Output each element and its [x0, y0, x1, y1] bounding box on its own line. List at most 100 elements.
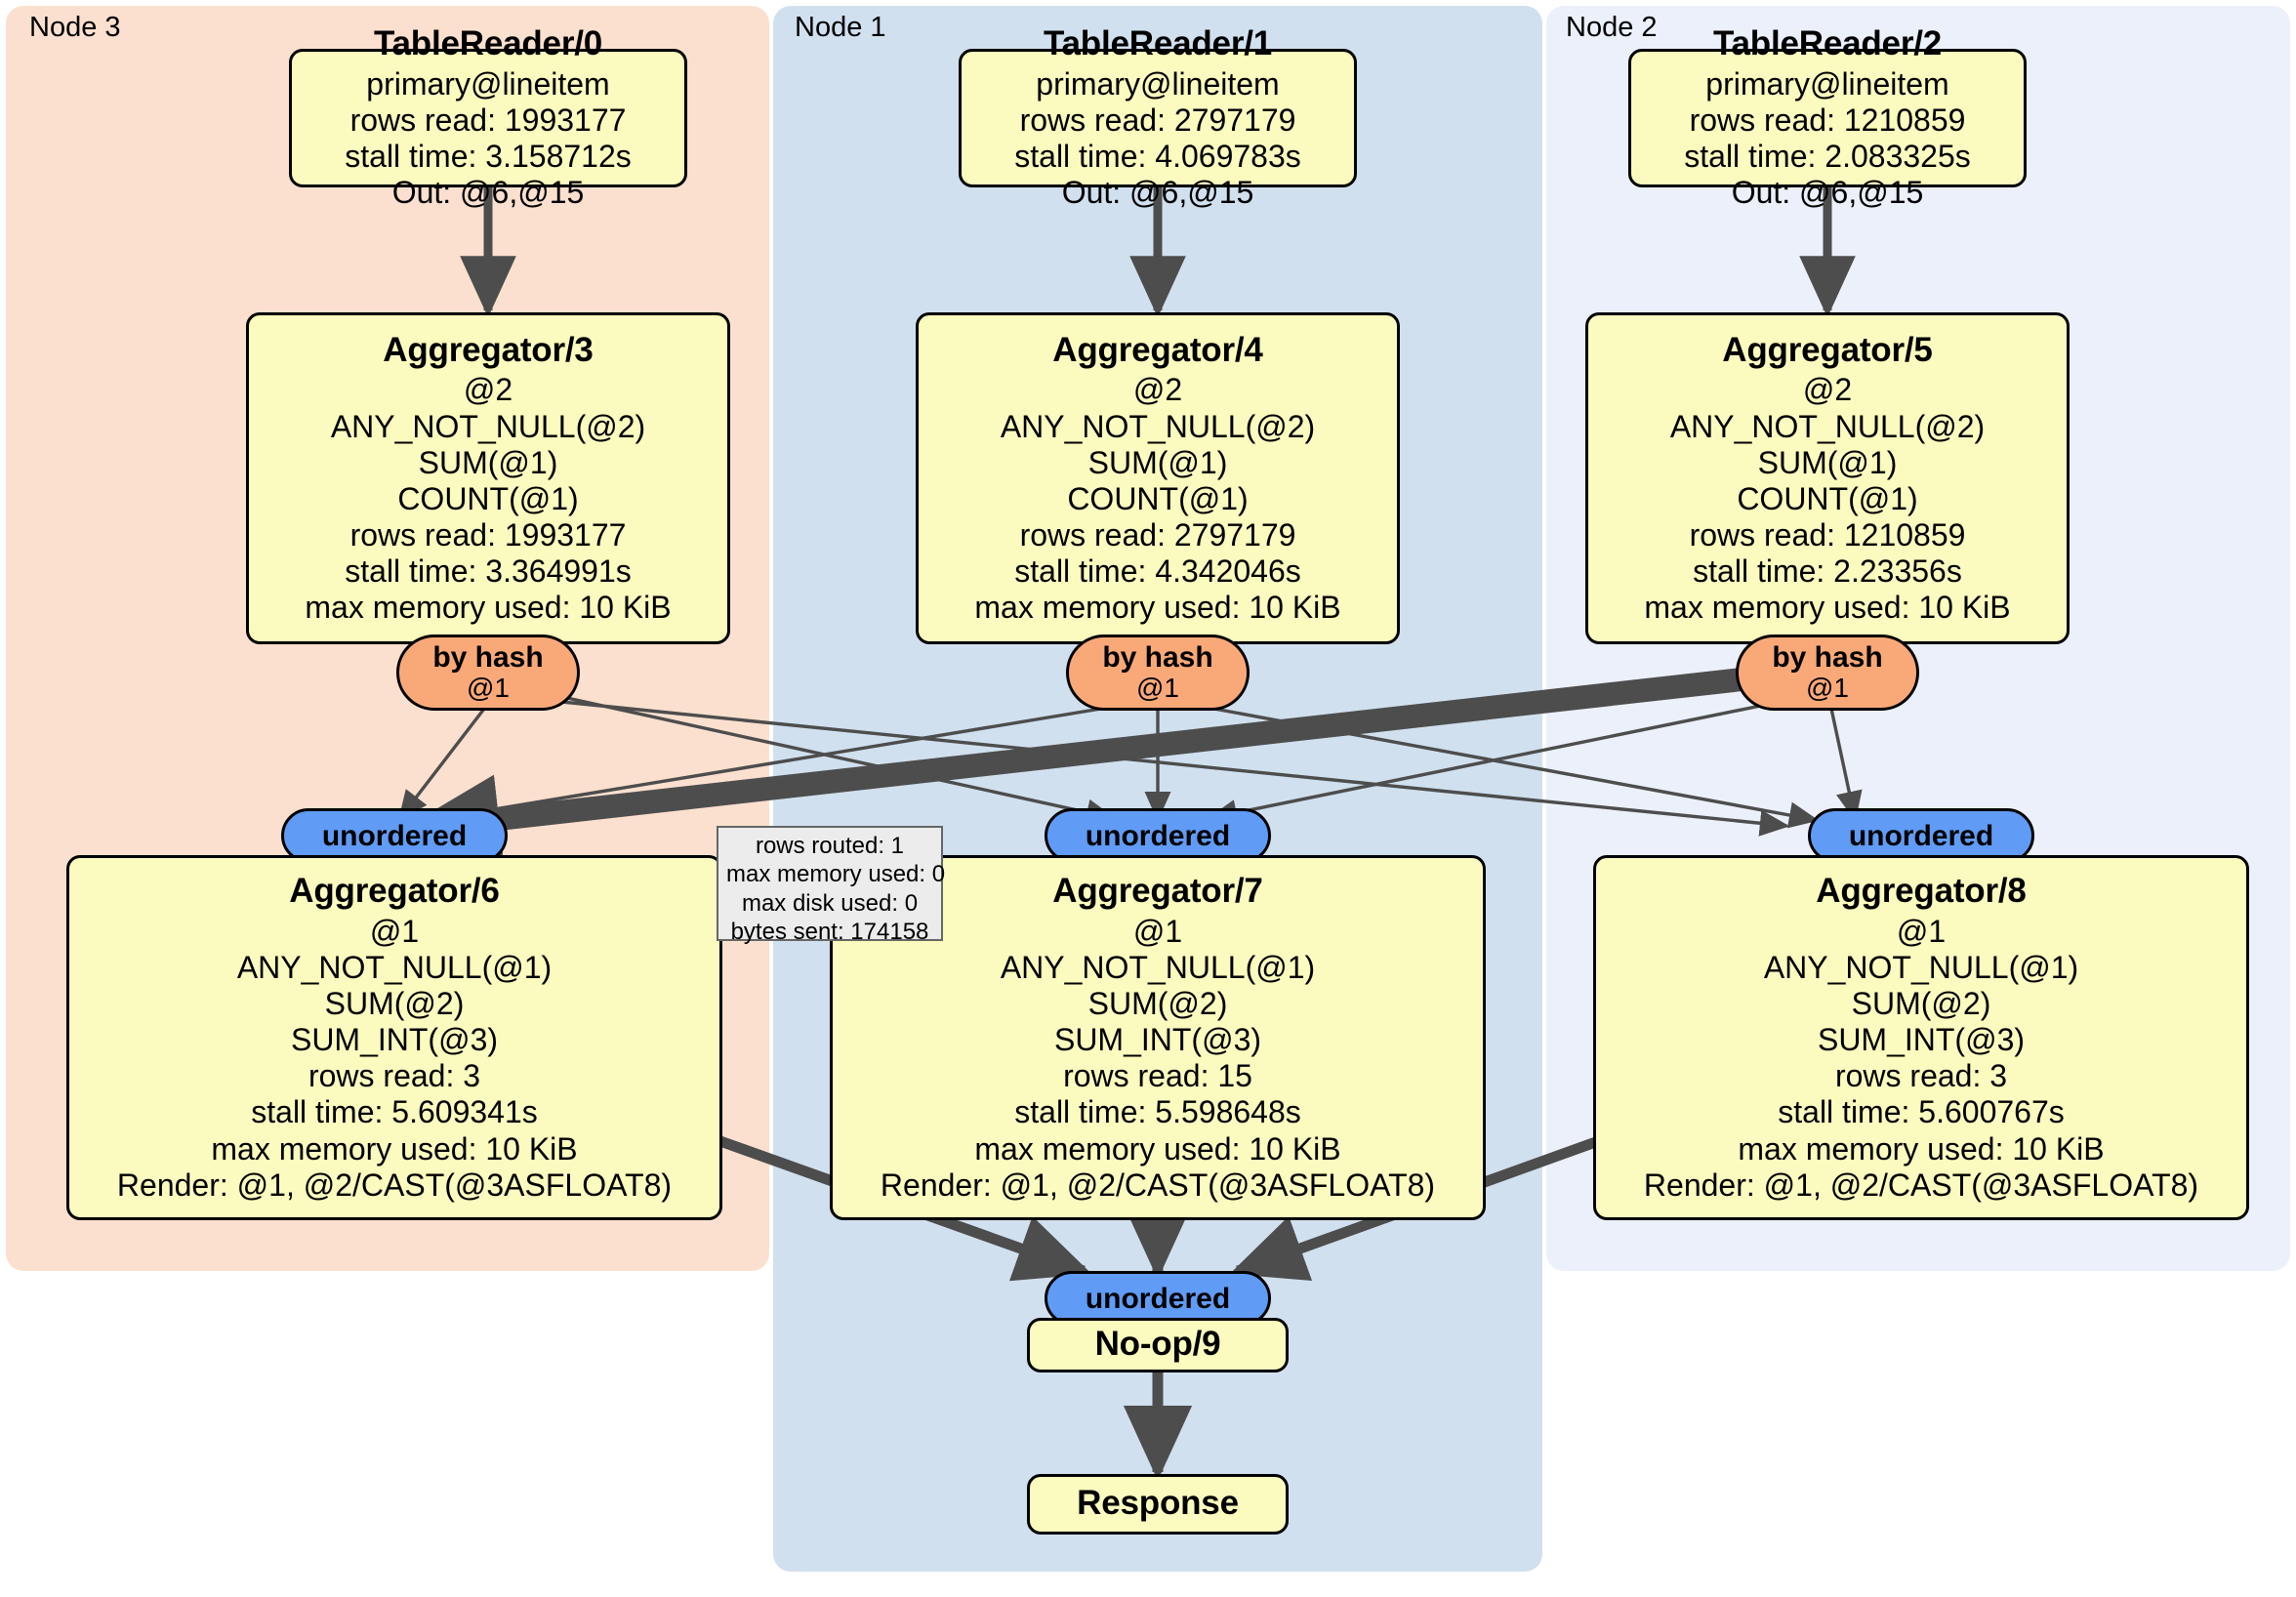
node-line: Out: @6,@15	[1731, 175, 1924, 211]
node-title: Aggregator/6	[289, 872, 500, 911]
cluster-label-node3: Node 3	[29, 12, 121, 43]
node-line: stall time: 5.609341s	[251, 1094, 538, 1130]
node-line: Render: @1, @2/CAST(@3ASFLOAT8)	[1643, 1167, 2199, 1203]
node-line: SUM(@2)	[1851, 986, 1991, 1022]
node-line: ANY_NOT_NULL(@1)	[1763, 949, 2079, 985]
node-line: SUM(@1)	[418, 444, 558, 480]
node-line: @1	[1132, 913, 1183, 949]
node-line: @2	[1802, 372, 1853, 408]
hash-router-0[interactable]: by hash @1	[396, 635, 580, 711]
aggregator-3[interactable]: Aggregator/3 @2 ANY_NOT_NULL(@2) SUM(@1)…	[246, 312, 730, 644]
node-line: SUM(@1)	[1087, 444, 1228, 480]
node-line: max memory used: 10 KiB	[1644, 590, 2011, 626]
node-line: rows read: 3	[308, 1058, 481, 1094]
stat-line: max disk used: 0	[741, 889, 919, 917]
node-line: COUNT(@1)	[397, 480, 579, 516]
node-line: max memory used: 10 KiB	[1738, 1130, 2105, 1167]
node-line: max memory used: 10 KiB	[211, 1130, 578, 1167]
node-line: ANY_NOT_NULL(@1)	[236, 949, 553, 985]
node-line: SUM_INT(@3)	[290, 1022, 499, 1058]
node-line: stall time: 4.069783s	[1014, 139, 1301, 175]
node-line: stall time: 5.598648s	[1014, 1094, 1301, 1130]
node-line: COUNT(@1)	[1067, 480, 1249, 516]
routing-stats-box: rows routed: 1 max memory used: 0 max di…	[717, 826, 946, 945]
cluster-label-node2: Node 2	[1566, 12, 1658, 43]
unordered-label: unordered	[1085, 1282, 1231, 1315]
node-line: Out: @6,@15	[1061, 175, 1254, 211]
node-line: rows read: 1993177	[349, 516, 627, 553]
node-line: stall time: 5.600767s	[1778, 1094, 2065, 1130]
node-line: SUM(@2)	[1087, 986, 1228, 1022]
node-line: ANY_NOT_NULL(@2)	[1000, 408, 1316, 444]
node-line: stall time: 3.158712s	[345, 139, 632, 175]
node-line: primary@lineitem	[1705, 66, 1949, 102]
node-line: rows read: 15	[1063, 1058, 1252, 1094]
node-title: Aggregator/7	[1052, 872, 1263, 911]
aggregator-8[interactable]: Aggregator/8 @1 ANY_NOT_NULL(@1) SUM(@2)…	[1593, 855, 2249, 1220]
table-reader-2[interactable]: TableReader/2 primary@lineitem rows read…	[1628, 24, 2027, 210]
stat-line: max memory used: 0	[726, 861, 946, 888]
unordered-sync-2[interactable]: unordered	[1808, 808, 2034, 863]
node-line: rows read: 2797179	[1019, 102, 1296, 139]
node-line: primary@lineitem	[366, 66, 610, 102]
hash-router-2[interactable]: by hash @1	[1736, 635, 1919, 711]
node-line: Render: @1, @2/CAST(@3ASFLOAT8)	[880, 1167, 1436, 1203]
node-line: max memory used: 10 KiB	[305, 590, 672, 626]
stat-line: bytes sent: 174158	[730, 918, 929, 945]
unordered-sync-final[interactable]: unordered	[1045, 1271, 1271, 1326]
node-title: No-op/9	[1094, 1324, 1221, 1363]
node-line: rows read: 3	[1834, 1058, 2008, 1094]
node-title: TableReader/2	[1712, 24, 1943, 63]
node-line: ANY_NOT_NULL(@2)	[330, 408, 646, 444]
unordered-label: unordered	[1085, 819, 1231, 852]
noop-9-node[interactable]: No-op/9	[1027, 1318, 1289, 1372]
unordered-label: unordered	[321, 819, 468, 852]
table-reader-1[interactable]: TableReader/1 primary@lineitem rows read…	[959, 24, 1357, 210]
node-line: max memory used: 10 KiB	[974, 1130, 1341, 1167]
node-line: SUM_INT(@3)	[1817, 1022, 2026, 1058]
table-reader-0[interactable]: TableReader/0 primary@lineitem rows read…	[289, 24, 687, 210]
node-title: Aggregator/5	[1722, 330, 1933, 369]
node-line: Render: @1, @2/CAST(@3ASFLOAT8)	[116, 1167, 673, 1203]
aggregator-7[interactable]: Aggregator/7 @1 ANY_NOT_NULL(@1) SUM(@2)…	[830, 855, 1486, 1220]
cluster-label-node1: Node 1	[795, 12, 886, 43]
hash-router-label: by hash	[432, 641, 544, 675]
node-line: rows read: 2797179	[1019, 516, 1296, 553]
node-line: SUM(@2)	[324, 986, 465, 1022]
hash-router-label: by hash	[1102, 641, 1213, 675]
unordered-label: unordered	[1848, 819, 1994, 852]
node-title: Response	[1077, 1483, 1239, 1522]
unordered-sync-1[interactable]: unordered	[1045, 808, 1271, 863]
aggregator-4[interactable]: Aggregator/4 @2 ANY_NOT_NULL(@2) SUM(@1)…	[916, 312, 1400, 644]
node-line: rows read: 1210859	[1689, 102, 1966, 139]
node-line: max memory used: 10 KiB	[974, 590, 1341, 626]
node-title: Aggregator/3	[383, 330, 594, 369]
node-line: stall time: 3.364991s	[345, 553, 632, 589]
node-line: @1	[1896, 913, 1947, 949]
node-line: rows read: 1210859	[1689, 516, 1966, 553]
node-line: stall time: 2.23356s	[1693, 553, 1962, 589]
hash-router-column: @1	[467, 673, 510, 704]
hash-router-column: @1	[1136, 673, 1179, 704]
node-line: SUM_INT(@3)	[1053, 1022, 1262, 1058]
node-line: primary@lineitem	[1036, 66, 1280, 102]
node-line: COUNT(@1)	[1737, 480, 1918, 516]
node-line: @2	[463, 372, 513, 408]
node-line: SUM(@1)	[1757, 444, 1898, 480]
node-line: ANY_NOT_NULL(@2)	[1669, 408, 1986, 444]
node-line: stall time: 2.083325s	[1684, 139, 1971, 175]
response-node[interactable]: Response	[1027, 1474, 1289, 1535]
node-line: @2	[1132, 372, 1183, 408]
node-line: rows read: 1993177	[349, 102, 627, 139]
node-line: Out: @6,@15	[391, 175, 585, 211]
node-title: Aggregator/8	[1816, 872, 2027, 911]
aggregator-5[interactable]: Aggregator/5 @2 ANY_NOT_NULL(@2) SUM(@1)…	[1585, 312, 2070, 644]
hash-router-1[interactable]: by hash @1	[1066, 635, 1250, 711]
node-line: @1	[369, 913, 420, 949]
node-title: TableReader/0	[373, 24, 603, 63]
node-title: TableReader/1	[1043, 24, 1273, 63]
hash-router-label: by hash	[1772, 641, 1883, 675]
aggregator-6[interactable]: Aggregator/6 @1 ANY_NOT_NULL(@1) SUM(@2)…	[66, 855, 722, 1220]
hash-router-column: @1	[1806, 673, 1849, 704]
